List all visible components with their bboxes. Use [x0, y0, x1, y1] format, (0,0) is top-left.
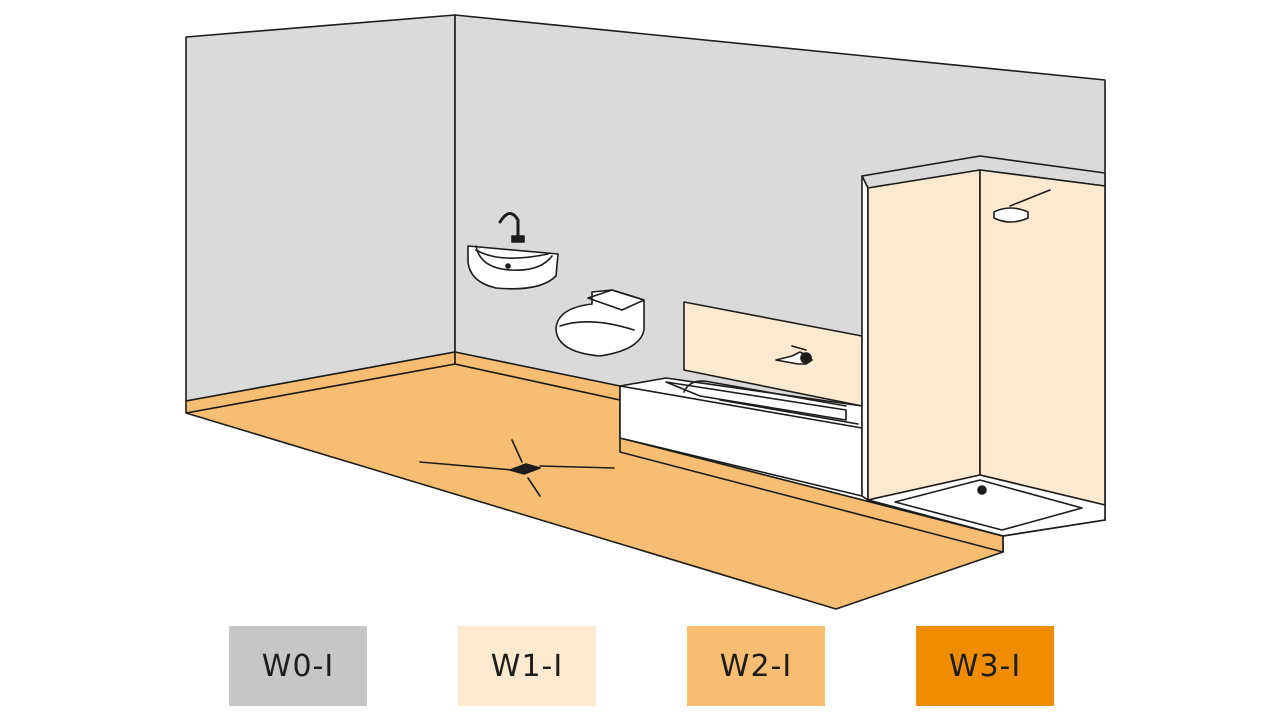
legend-w3: W3-I: [916, 626, 1054, 706]
legend-w0: W0-I: [229, 626, 367, 706]
shower-head-icon: [993, 189, 1051, 223]
left-wall: [185, 14, 456, 402]
legend-label-w1: W1-I: [490, 648, 564, 684]
floor-edge: [619, 437, 1004, 553]
legend-label-w0: W0-I: [261, 648, 335, 684]
washbasin-icon: [467, 212, 559, 290]
floor-drain-icon: [419, 439, 615, 497]
legend-label-w3: W3-I: [948, 648, 1022, 684]
legend-w1: W1-I: [458, 626, 596, 706]
tap-icon: [775, 345, 813, 365]
legend-w2: W2-I: [687, 626, 825, 706]
shower-icon: [861, 155, 1106, 537]
legend-label-w2: W2-I: [719, 648, 793, 684]
toilet-icon: [555, 289, 645, 357]
